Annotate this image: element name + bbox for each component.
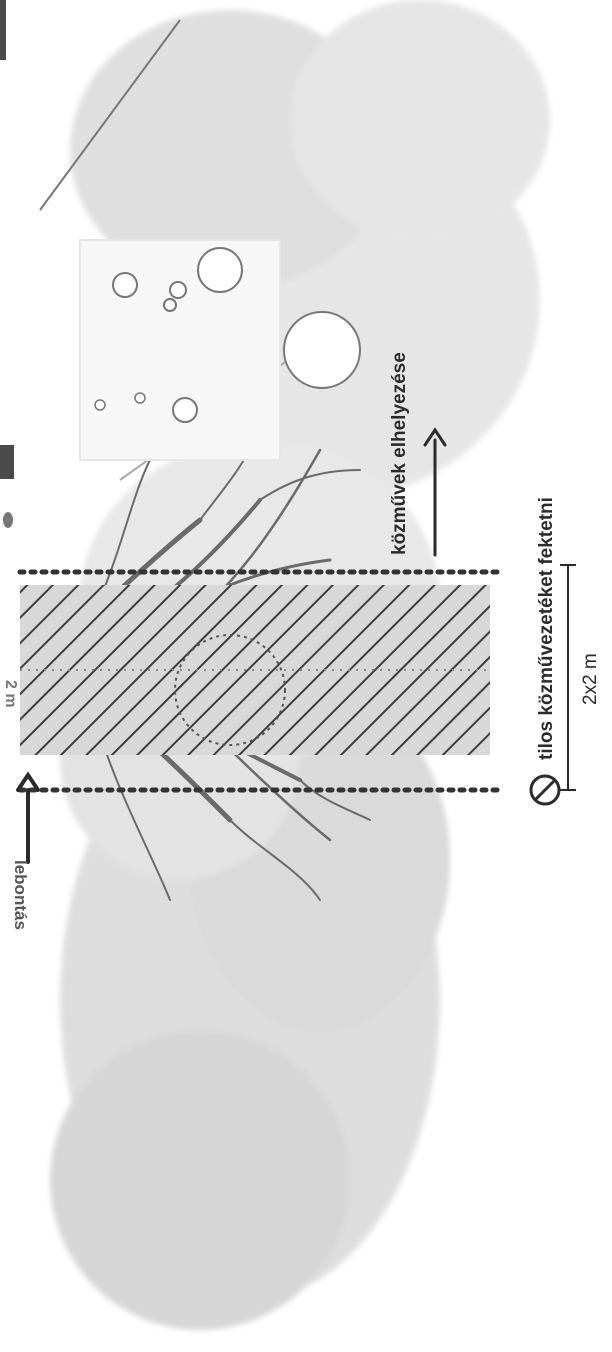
dimension-line: [560, 565, 576, 790]
utility-strip-dot: [3, 512, 13, 528]
label-prohibited-utilities: tilos közművezetéket fektetni: [536, 497, 557, 760]
prohibited-icon: [531, 776, 559, 804]
prohibited-zone-hatch: [20, 585, 490, 755]
label-dimension: 2x2 m: [580, 653, 601, 705]
label-top-left: lebontás: [11, 860, 30, 930]
label-center-fragment: 2 m: [2, 680, 19, 708]
label-utilities-placement: közművek elhelyezése: [389, 352, 410, 555]
utility-strip-mark: [0, 445, 14, 479]
top-left-dark-tab: [0, 0, 6, 60]
arrow-down-icon: [18, 775, 38, 862]
